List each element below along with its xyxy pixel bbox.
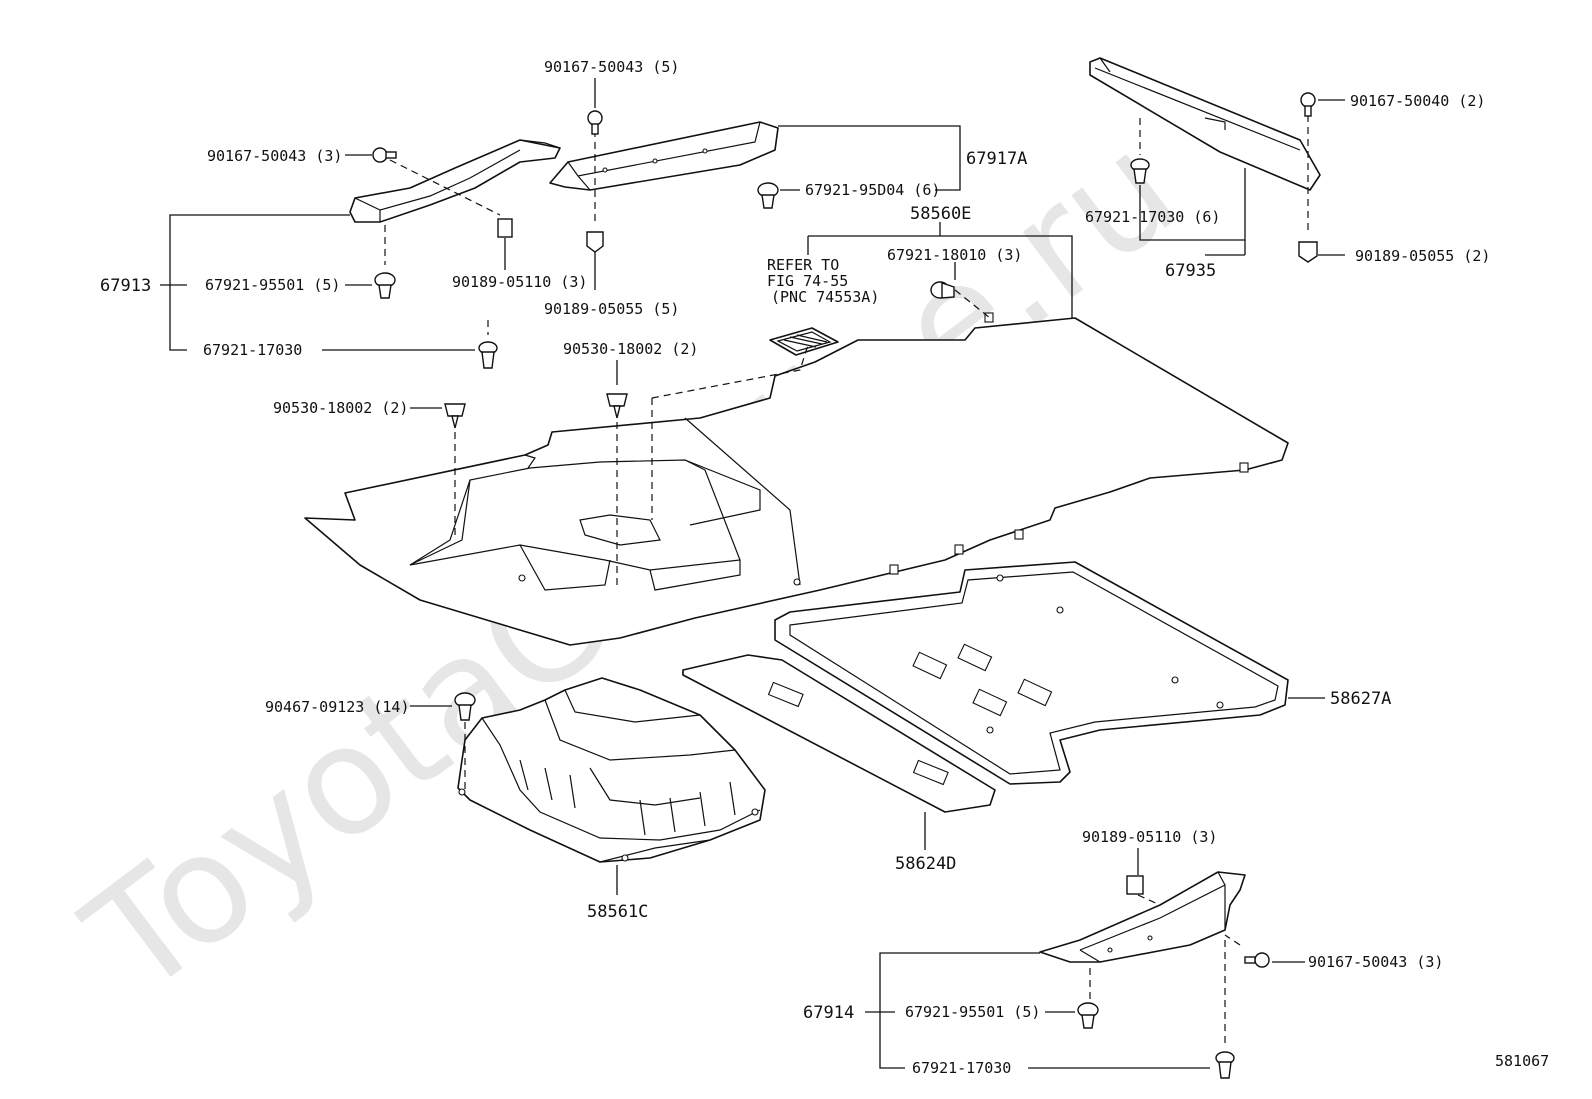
clip-icon [1126, 875, 1144, 895]
fastener-icons [372, 92, 1318, 1079]
push-rivet-icon [374, 272, 396, 299]
label-67921-95501-bottom: 67921-95501 (5) [905, 1003, 1040, 1021]
label-58561C: 58561C [587, 902, 648, 922]
push-rivet-icon [757, 182, 779, 209]
label-67914: 67914 [803, 1003, 854, 1023]
push-rivet-icon [1130, 158, 1150, 184]
label-90530-18002-left: 90530-18002 (2) [273, 399, 408, 417]
label-90167-50043-top: 90167-50043 (5) [544, 58, 679, 76]
push-rivet-icon [1077, 1002, 1099, 1029]
scuff-plate-67913 [349, 139, 561, 223]
label-58627A: 58627A [1330, 689, 1391, 709]
floor-board-58624D [682, 654, 996, 813]
screw-icon [372, 147, 397, 163]
pine-clip-icon [444, 403, 466, 429]
scuff-plate-67914 [1039, 871, 1246, 963]
label-67917A: 67917A [966, 149, 1027, 169]
push-rivet-icon [478, 341, 498, 369]
label-90467-09123: 90467-09123 (14) [265, 698, 410, 716]
pine-clip-icon [606, 393, 628, 419]
push-rivet-icon [454, 692, 476, 721]
label-67921-17030-left: 67921-17030 [203, 341, 302, 359]
label-refer-line3: (PNC 74553A) [771, 288, 879, 306]
label-90530-18002-mid: 90530-18002 (2) [563, 340, 698, 358]
label-90189-05055-mid: 90189-05055 (5) [544, 300, 679, 318]
label-67921-95501-left: 67921-95501 (5) [205, 276, 340, 294]
label-90167-50043-left: 90167-50043 (3) [207, 147, 342, 165]
floor-carpet-58560E [304, 312, 1289, 646]
label-67921-17030-bottom: 67921-17030 [912, 1059, 1011, 1077]
label-90189-05110-bottom: 90189-05110 (3) [1082, 828, 1217, 846]
clip-icon [1298, 241, 1318, 263]
figure-number: 581067 [1495, 1052, 1549, 1070]
leader-lines [160, 78, 1345, 1069]
label-67921-18010: 67921-18010 (3) [887, 246, 1022, 264]
label-67921-95D04: 67921-95D04 (6) [805, 181, 940, 199]
vent-plate-74553A [769, 327, 839, 356]
screw-icon [587, 110, 603, 135]
label-refer-line1: REFER TO [767, 256, 839, 274]
label-58624D: 58624D [895, 854, 956, 874]
label-90167-50043-bottom: 90167-50043 (3) [1308, 953, 1443, 971]
label-67921-17030-right: 67921-17030 (6) [1085, 208, 1220, 226]
scuff-plate-67935 [1089, 57, 1321, 191]
fastener-guides [384, 115, 1309, 1045]
label-58560E: 58560E [910, 204, 971, 224]
label-67935: 67935 [1165, 261, 1216, 281]
clip-icon [497, 218, 513, 238]
callout-labels: 90167-50043 (5) 90167-50043 (3) 67917A 6… [100, 58, 1549, 1077]
label-90167-50040: 90167-50040 (2) [1350, 92, 1485, 110]
clip-icon [586, 231, 604, 253]
screw-icon [1300, 92, 1316, 117]
floor-tray-58561C [457, 677, 766, 863]
label-90189-05110-left: 90189-05110 (3) [452, 273, 587, 291]
scuff-plate-67917A [549, 121, 779, 191]
screw-icon [1244, 952, 1270, 968]
label-90189-05055-right: 90189-05055 (2) [1355, 247, 1490, 265]
floor-mat-58627A [774, 561, 1289, 785]
label-refer-line2: FIG 74-55 [767, 272, 848, 290]
push-rivet-icon [930, 281, 955, 299]
push-rivet-icon [1215, 1051, 1235, 1079]
label-67913: 67913 [100, 276, 151, 296]
